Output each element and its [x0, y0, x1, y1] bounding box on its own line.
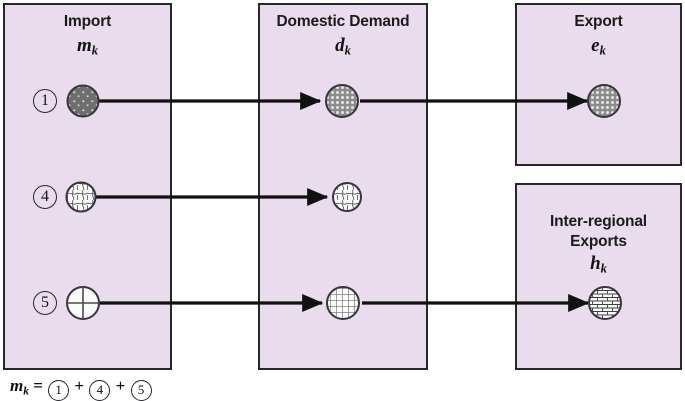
panel-export-symbol: ek	[517, 35, 680, 59]
panel-inter-regional-exports-symbol: hk	[517, 253, 680, 277]
panel-domestic-demand-symbol-base: d	[335, 35, 345, 56]
panel-export: Export ek	[515, 3, 682, 166]
panel-inter-regional-exports-symbol-subscript: k	[600, 261, 607, 276]
panel-domestic-demand-symbol: dk	[260, 35, 426, 59]
panel-domestic-demand-symbol-subscript: k	[344, 43, 351, 58]
panel-export-symbol-subscript: k	[599, 43, 606, 58]
formula-import-decomposition: mk = 1 + 4 + 5	[10, 376, 153, 401]
formula-term-5: 5	[130, 379, 152, 401]
formula-term-1: 1	[48, 379, 70, 401]
marker-label-1: 1	[33, 89, 57, 113]
panel-inter-regional-exports: Inter-regional Exports hk	[515, 183, 682, 370]
panel-import-symbol-subscript: k	[91, 43, 99, 58]
formula-equals: =	[33, 376, 43, 395]
panel-import-symbol: mk	[5, 35, 170, 59]
formula-lhs-subscript: k	[23, 385, 29, 398]
panel-import-title: Import	[63, 13, 112, 30]
panel-domestic-demand-title: Domestic Demand	[276, 13, 410, 30]
panel-inter-regional-exports-title-line2: Exports	[570, 233, 627, 250]
panel-inter-regional-exports-symbol-base: h	[590, 253, 601, 274]
panel-import: Import mk	[3, 3, 172, 370]
panel-export-title: Export	[574, 13, 623, 30]
panel-import-symbol-base: m	[76, 35, 92, 56]
marker-label-4: 4	[33, 185, 57, 209]
formula-plus-1: +	[74, 376, 85, 395]
panel-inter-regional-exports-title-line1: Inter-regional	[550, 213, 647, 230]
formula-lhs-symbol: m	[10, 376, 24, 395]
marker-label-5: 5	[33, 291, 57, 315]
panel-export-symbol-base: e	[591, 35, 600, 56]
formula-term-4: 4	[89, 379, 111, 401]
formula-plus-2: +	[115, 376, 126, 395]
panel-domestic-demand: Domestic Demand dk	[258, 3, 428, 370]
